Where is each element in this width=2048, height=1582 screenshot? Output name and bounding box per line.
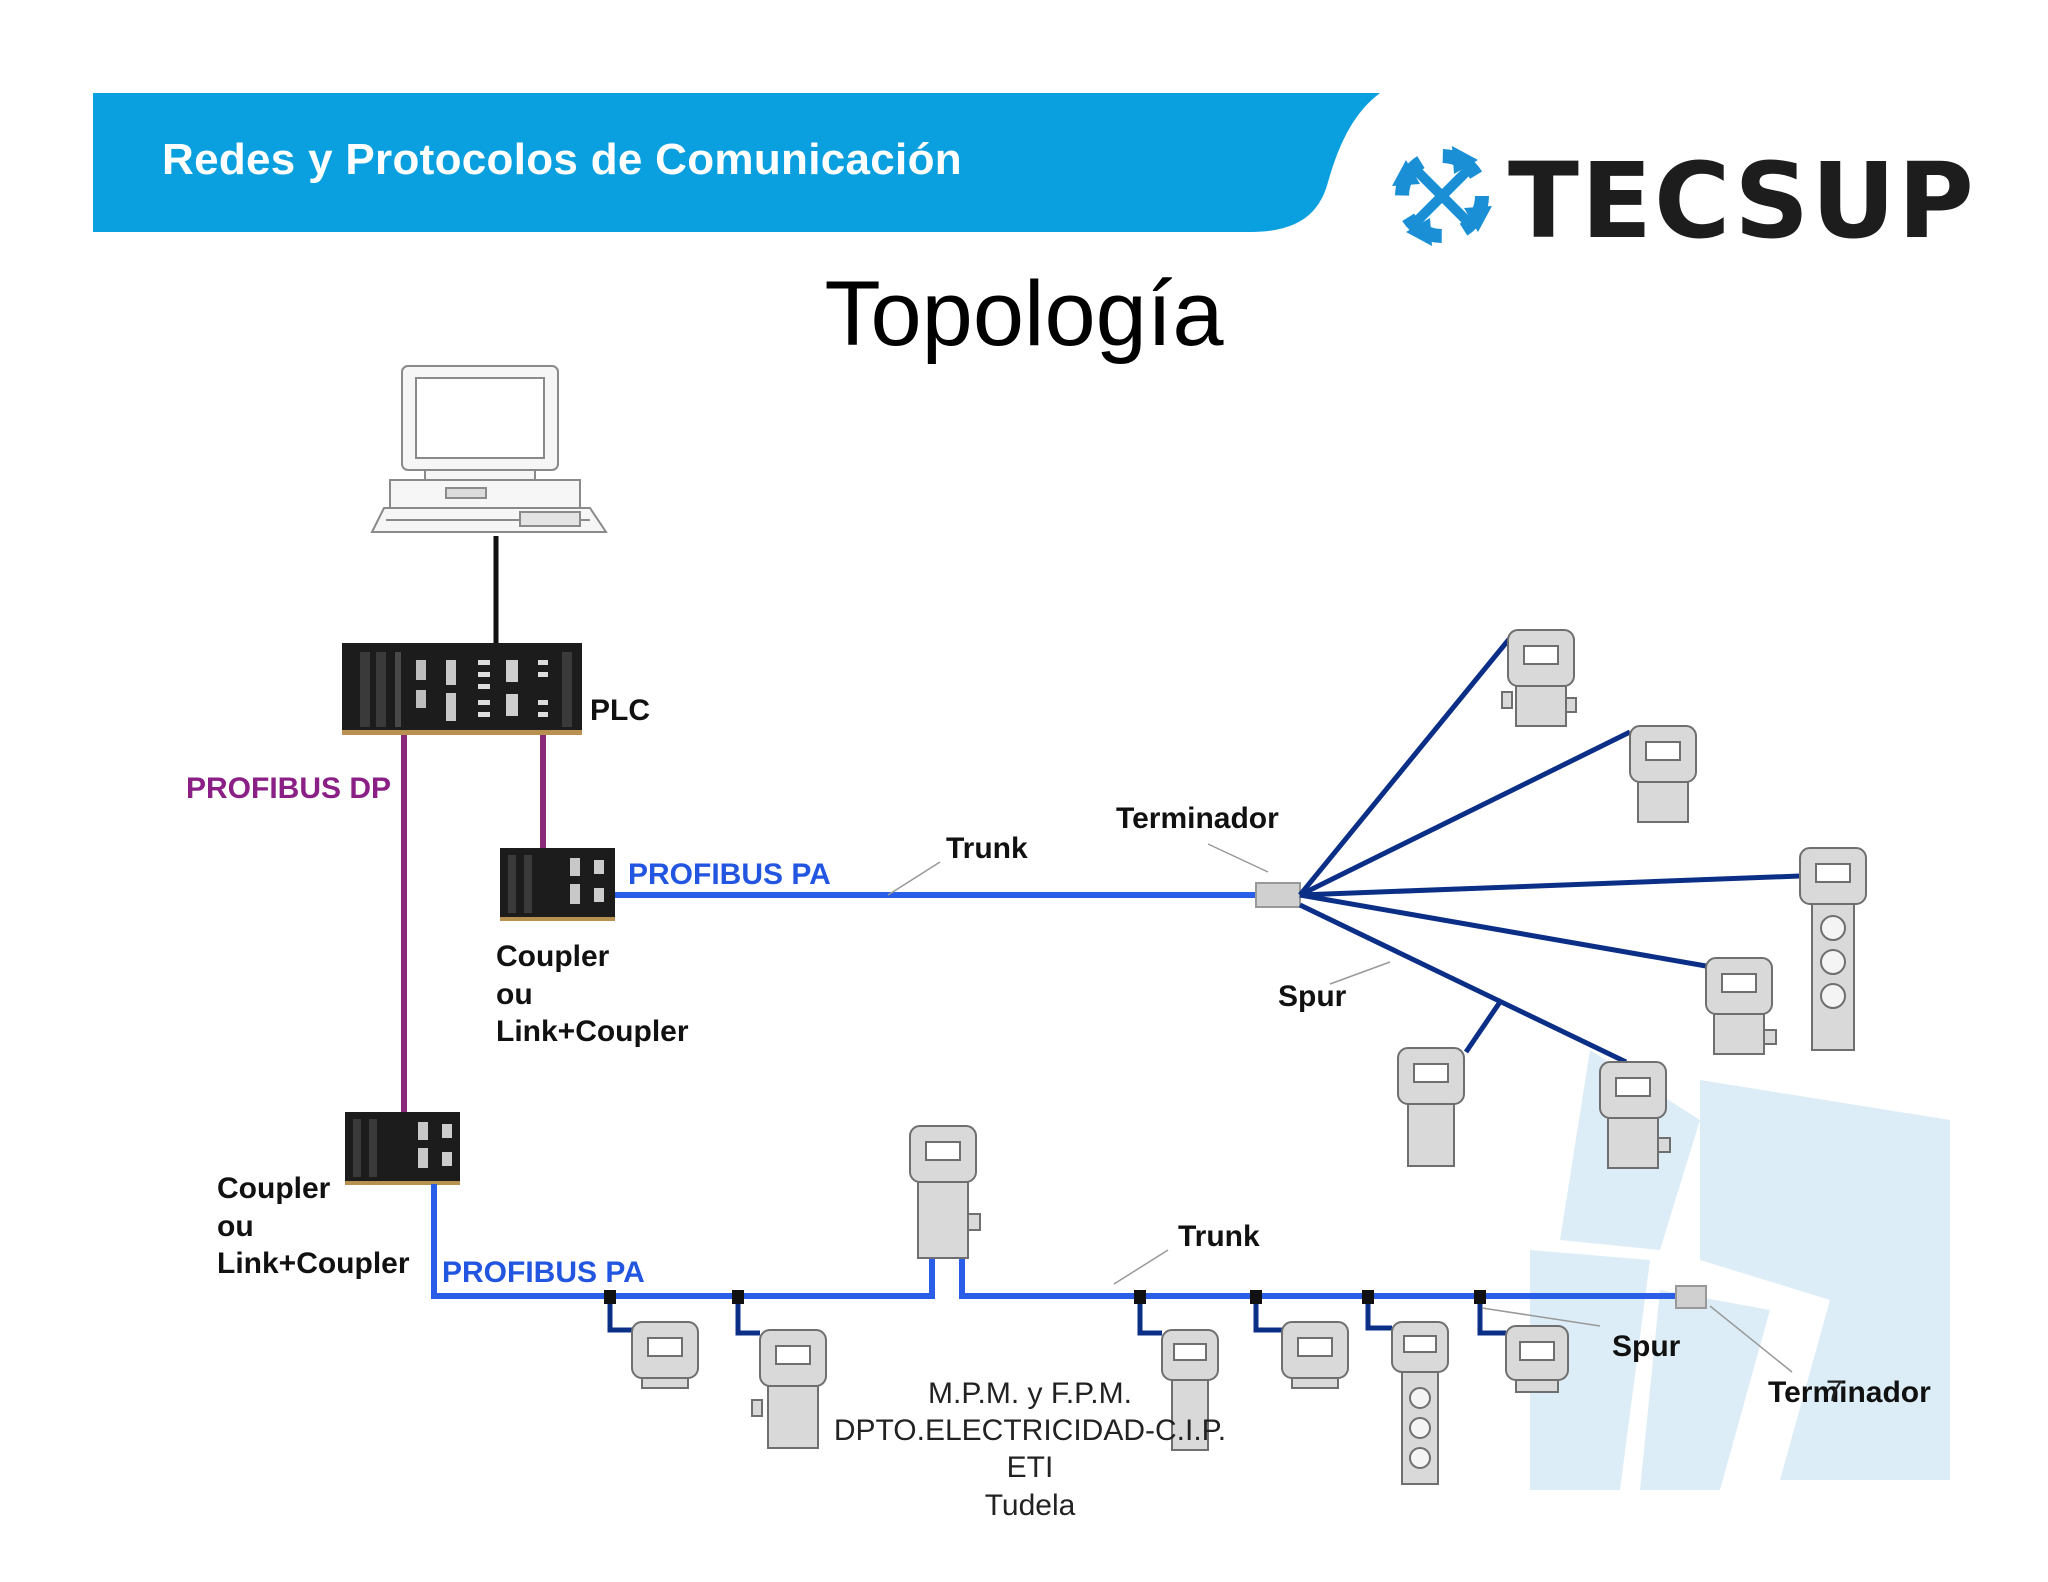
profibus-pa-top-label: PROFIBUS PA <box>628 858 831 891</box>
field-instruments <box>631 629 1867 1485</box>
footer: M.P.M. y F.P.M. DPTO.ELECTRICIDAD-C.I.P.… <box>820 1375 1240 1524</box>
profibus-pa-trunk-bottom <box>431 1184 1680 1299</box>
footer-line-1: M.P.M. y F.P.M. <box>928 1377 1132 1410</box>
spur-bottom-label: Spur <box>1612 1330 1681 1363</box>
coupler-top-line-3: Link+Coupler <box>496 1015 689 1048</box>
transmitter-instrument <box>1599 1061 1671 1169</box>
junction-box-top <box>1255 882 1301 908</box>
transmitter-instrument <box>1501 629 1577 727</box>
transmitter-instrument <box>1505 1325 1569 1393</box>
spur-lines-bottom <box>607 1296 1506 1336</box>
transmitter-instrument <box>1161 1329 1219 1451</box>
tecsup-logo-icon <box>1392 146 1492 246</box>
terminador-top-label: Terminador <box>1116 802 1279 835</box>
terminator-bottom <box>1675 1285 1707 1309</box>
coupler-bottom-line-3: Link+Coupler <box>217 1247 410 1280</box>
transmitter-instrument <box>1629 725 1697 823</box>
transmitter-instrument <box>631 1321 699 1389</box>
transmitter-instrument <box>1281 1321 1349 1389</box>
header-title: Redes y Protocolos de Comunicación <box>162 135 962 184</box>
spur-lines-top <box>1298 636 1801 1065</box>
computer-icon <box>370 365 608 533</box>
plc-device <box>342 643 582 735</box>
trunk-top-label: Trunk <box>946 832 1028 865</box>
footer-line-2: DPTO.ELECTRICIDAD-C.I.P. ETI <box>833 1414 1227 1485</box>
watermark-logo <box>1530 1050 1950 1490</box>
gauge-instrument <box>1799 847 1867 1051</box>
trunk-bottom-label: Trunk <box>1178 1220 1260 1253</box>
coupler-bottom-label: Coupler ou Link+Coupler <box>217 1170 410 1283</box>
leader-lines <box>887 843 1793 1373</box>
footer-line-3: Tudela <box>984 1488 1076 1522</box>
tee-connectors <box>604 1290 1486 1304</box>
header-banner <box>93 93 1380 232</box>
coupler-top-device <box>500 848 615 921</box>
coupler-top-line-1: Coupler <box>496 940 610 973</box>
coupler-bottom-line-2: ou <box>217 1209 254 1243</box>
transmitter-instrument <box>1397 1047 1465 1167</box>
terminador-bottom-label: Terminador <box>1768 1376 1931 1409</box>
profibus-pa-bottom-label: PROFIBUS PA <box>442 1256 645 1289</box>
transmitter-instrument <box>751 1329 827 1449</box>
slide-title: Topología <box>824 263 1224 365</box>
plc-label: PLC <box>590 694 650 727</box>
tecsup-logo-text: TECSUP <box>1508 140 1976 262</box>
transmitter-instrument <box>909 1125 981 1259</box>
profibus-dp-label: PROFIBUS DP <box>186 772 392 805</box>
coupler-top-label: Coupler ou Link+Coupler <box>496 938 689 1051</box>
coupler-top-line-2: ou <box>496 977 533 1011</box>
coupler-bottom-device <box>345 1112 460 1185</box>
spur-top-label: Spur <box>1278 980 1347 1013</box>
gauge-instrument <box>1391 1321 1449 1485</box>
transmitter-instrument <box>1705 957 1777 1055</box>
page-number: 7 <box>1826 1375 1843 1408</box>
coupler-bottom-line-1: Coupler <box>217 1172 331 1205</box>
